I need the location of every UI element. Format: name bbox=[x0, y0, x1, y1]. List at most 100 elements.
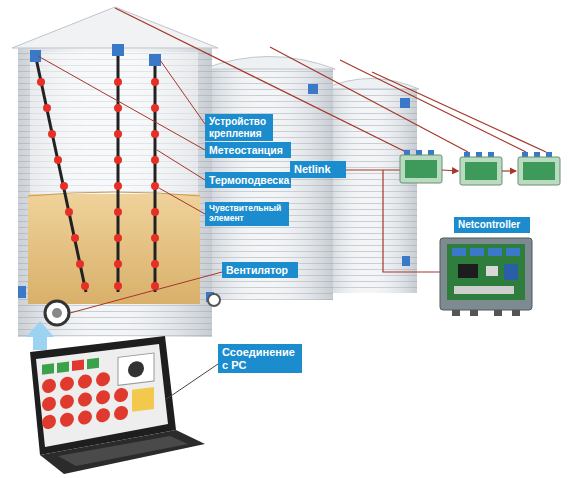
controller-label: Netcontroller bbox=[454, 217, 530, 233]
screen-circle bbox=[42, 396, 56, 412]
silo-roof bbox=[203, 57, 335, 70]
fan bbox=[45, 301, 69, 325]
leader-line bbox=[346, 169, 400, 170]
sensor-dot bbox=[151, 156, 159, 164]
board-chip bbox=[458, 264, 478, 278]
silo-roof bbox=[12, 7, 218, 48]
label-text: Чувствительный элемент bbox=[209, 204, 285, 224]
label-text: Netcontroller bbox=[458, 219, 526, 231]
board-terminal bbox=[470, 248, 484, 256]
thermo-cable bbox=[36, 58, 86, 292]
screen-circle bbox=[78, 374, 92, 390]
cable-label: Термоподвеска bbox=[205, 172, 291, 188]
label-text: Netlink bbox=[294, 163, 342, 176]
label-text: Термоподвеска bbox=[209, 174, 287, 186]
sensor-dot bbox=[151, 208, 159, 216]
sensor-dot bbox=[151, 130, 159, 138]
screen-gauge bbox=[128, 360, 144, 378]
board-relay bbox=[504, 264, 518, 280]
sensor-dot bbox=[151, 182, 159, 190]
label-text: Метеостанция bbox=[209, 144, 287, 156]
sensor-dot bbox=[114, 130, 122, 138]
silo-shading bbox=[205, 68, 333, 300]
sensor-dot bbox=[65, 208, 73, 216]
pc-label: Ссоединение с PC bbox=[218, 344, 302, 373]
thermo-cable bbox=[117, 52, 120, 292]
screen-panel bbox=[132, 387, 154, 412]
wire bbox=[115, 8, 406, 152]
sensor-dot bbox=[114, 260, 122, 268]
leader-line bbox=[159, 188, 205, 214]
wire bbox=[340, 60, 526, 152]
screen-circle bbox=[114, 405, 128, 421]
silo-body bbox=[205, 68, 333, 300]
junction-box bbox=[308, 84, 318, 94]
netlink-device bbox=[400, 155, 442, 183]
sensor-dot bbox=[151, 78, 159, 86]
screen-circle bbox=[96, 371, 110, 387]
cable-gland bbox=[512, 310, 520, 316]
screen-circle bbox=[78, 392, 92, 408]
sensor-dot bbox=[114, 282, 122, 290]
screen-tile bbox=[42, 363, 54, 374]
sensor-dot bbox=[43, 104, 51, 112]
label-text: Ссоединение с PC bbox=[222, 346, 298, 371]
board-terminal-strip bbox=[454, 286, 514, 294]
sensor-dot bbox=[114, 156, 122, 164]
grain-fill bbox=[28, 194, 200, 304]
laptop-screen bbox=[36, 344, 168, 447]
netlink-device bbox=[460, 157, 502, 185]
fan-label: Вентилятор bbox=[222, 262, 298, 278]
cable-gland bbox=[452, 310, 460, 316]
device-board bbox=[405, 160, 437, 178]
mount-block bbox=[30, 50, 41, 62]
device-board bbox=[465, 162, 497, 180]
leader-line bbox=[160, 60, 205, 124]
sensor-dot bbox=[71, 234, 79, 242]
sensor-dot bbox=[81, 282, 89, 290]
device-board bbox=[523, 162, 555, 180]
chain-arrow bbox=[502, 170, 516, 171]
screen-circle bbox=[114, 387, 128, 403]
junction-box bbox=[402, 256, 410, 266]
screen-circle bbox=[60, 412, 74, 428]
leader-line bbox=[383, 170, 440, 272]
laptop-base bbox=[40, 430, 205, 474]
air-arrow bbox=[26, 321, 54, 350]
screen-circle bbox=[42, 414, 56, 430]
sensor-dot bbox=[60, 182, 68, 190]
silo-shading bbox=[18, 45, 212, 337]
sensor-dot bbox=[151, 104, 159, 112]
silo-body bbox=[18, 45, 212, 337]
sensor-dot bbox=[48, 130, 56, 138]
screen-circle bbox=[60, 376, 74, 392]
leader-line bbox=[70, 272, 222, 313]
chain-arrow bbox=[442, 170, 458, 171]
sensor-dot bbox=[114, 78, 122, 86]
screen-circle bbox=[96, 389, 110, 405]
grain-surface bbox=[28, 192, 200, 196]
netlink-device bbox=[518, 157, 560, 185]
junction-box bbox=[400, 98, 410, 108]
board-component bbox=[486, 266, 498, 276]
screen-tile bbox=[87, 358, 99, 369]
controller-board bbox=[447, 244, 525, 300]
leader-line bbox=[165, 364, 218, 400]
sensor-dot bbox=[114, 234, 122, 242]
sensor-dot bbox=[114, 182, 122, 190]
board-terminal bbox=[506, 248, 520, 256]
thermo-cable bbox=[154, 62, 157, 292]
junction-box bbox=[18, 286, 26, 298]
controller-case bbox=[440, 238, 532, 310]
sensor-dot bbox=[151, 234, 159, 242]
sensor-dot bbox=[54, 156, 62, 164]
sensor-dot bbox=[151, 260, 159, 268]
sensor-dot bbox=[114, 104, 122, 112]
leader-line bbox=[38, 56, 205, 150]
leader-line bbox=[157, 150, 205, 180]
mount-block bbox=[112, 44, 124, 56]
board-terminal bbox=[488, 248, 502, 256]
sensor-dot bbox=[76, 260, 84, 268]
screen-circle bbox=[78, 410, 92, 426]
